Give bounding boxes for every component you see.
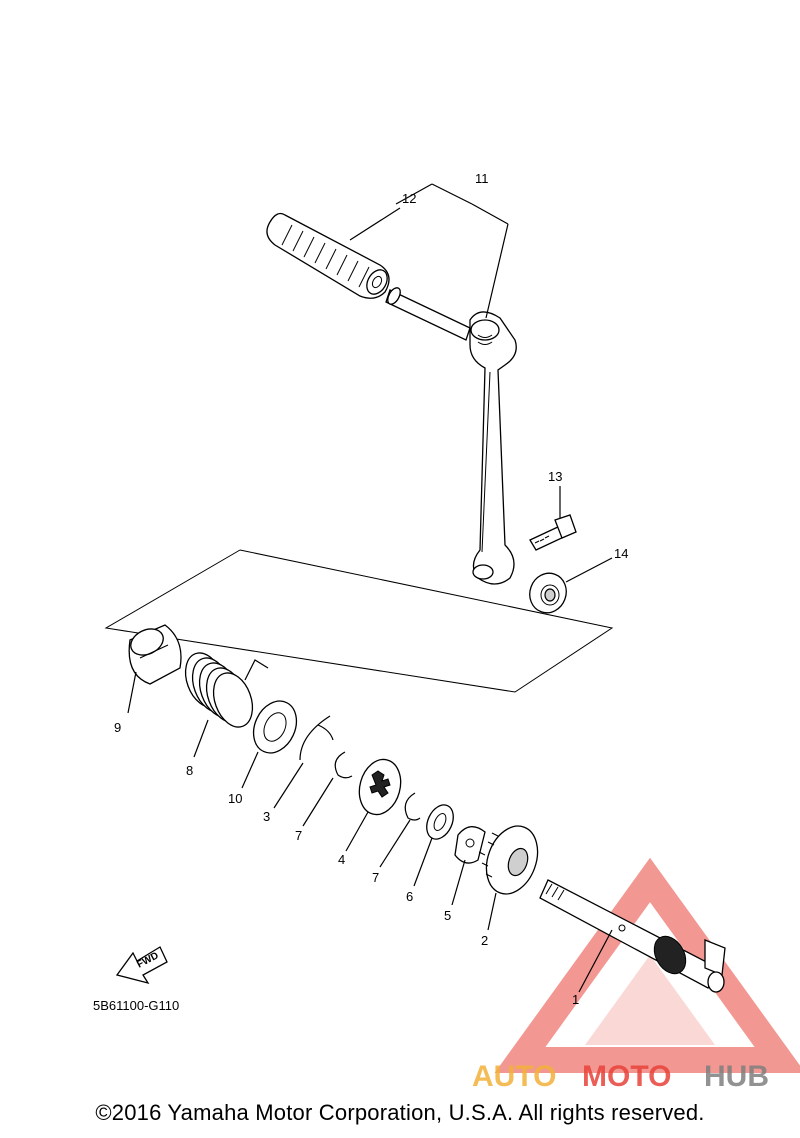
circlip-7b xyxy=(404,792,421,821)
watermark-text: AUTO MOTO HUB xyxy=(472,1060,769,1093)
ratchet-wheel xyxy=(358,758,402,816)
callout-13: 13 xyxy=(548,469,562,484)
callout-4: 4 xyxy=(338,852,345,867)
washer xyxy=(426,804,454,840)
kick-spring xyxy=(184,652,269,728)
circlip-7a xyxy=(334,751,353,779)
callout-3: 3 xyxy=(263,809,270,824)
callout-5: 5 xyxy=(444,908,451,923)
kick-idle-gear xyxy=(478,825,539,895)
kick-axle xyxy=(539,879,726,993)
callout-10: 10 xyxy=(228,791,242,806)
callout-14: 14 xyxy=(614,546,628,561)
spring-clip xyxy=(299,715,334,761)
kick-grip xyxy=(266,212,390,299)
assembly-outline xyxy=(104,549,614,693)
callout-11: 11 xyxy=(475,171,489,186)
svg-text:HUB: HUB xyxy=(704,1060,769,1093)
callout-6: 6 xyxy=(406,889,413,904)
callout-1: 1 xyxy=(572,992,579,1007)
copyright-notice: ©2016 Yamaha Motor Corporation, U.S.A. A… xyxy=(95,1100,705,1125)
callout-9: 9 xyxy=(114,720,121,735)
diagram-code: 5B61100-G110 xyxy=(93,998,179,1013)
spring-guide xyxy=(252,700,298,754)
callout-7b: 7 xyxy=(372,870,379,885)
oil-seal xyxy=(529,572,567,614)
collar xyxy=(128,624,182,685)
svg-text:AUTO: AUTO xyxy=(472,1060,556,1093)
kick-lever-shaft xyxy=(385,287,471,341)
svg-text:MOTO: MOTO xyxy=(582,1060,671,1093)
callout-2: 2 xyxy=(481,933,488,948)
callout-12: 12 xyxy=(402,191,416,206)
kick-lever-bolt xyxy=(529,514,577,551)
leader-lines xyxy=(127,183,613,993)
callout-8: 8 xyxy=(186,763,193,778)
callout-7a: 7 xyxy=(295,828,302,843)
kick-lever-arm xyxy=(469,311,517,585)
fwd-arrow-icon xyxy=(115,946,168,985)
ratchet-guide-plate xyxy=(454,826,486,864)
